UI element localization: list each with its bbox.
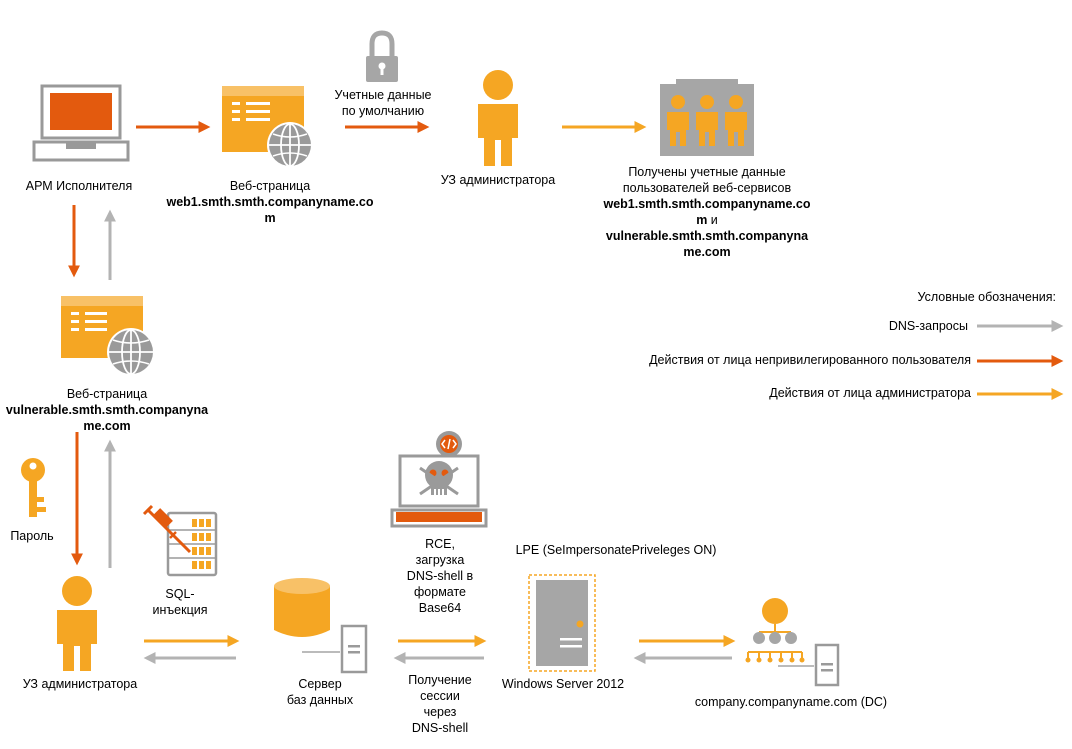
- skull-laptop-icon: [390, 431, 488, 528]
- domain-controller-icon: [745, 598, 840, 687]
- obtained-creds-label: Получены учетные данные пользователей ве…: [582, 164, 832, 260]
- vuln-line1: Веб-страница: [66, 387, 148, 401]
- session-label: Получение сессии через DNS-shell: [390, 672, 490, 736]
- database-icon: [274, 578, 368, 674]
- legend-item-dns: DNS-запросы: [888, 319, 968, 333]
- key-icon: [21, 458, 46, 517]
- admin-bottom-label: УЗ администратора: [22, 677, 138, 691]
- rce-line4: формате: [414, 585, 466, 599]
- sql-injection-icon: [142, 504, 218, 577]
- rce-line2: загрузка: [415, 553, 465, 567]
- dc-label: company.companyname.com (DC): [694, 695, 888, 709]
- rce-line1: RCE,: [425, 537, 455, 551]
- webpage-web1-icon: [222, 86, 313, 168]
- session-line2: сессии: [420, 689, 460, 703]
- vuln-line3: me.com: [83, 419, 131, 433]
- lpe-label: LPE (SeImpersonatePriveleges ON): [515, 543, 717, 557]
- default-creds-line1: Учетные данные: [334, 88, 432, 102]
- sqli-line2: инъекция: [152, 603, 208, 617]
- admin-person-bottom-icon: [57, 576, 97, 671]
- obtained-line1: Получены учетные данные: [628, 165, 786, 179]
- legend-item-user: Действия от лица непривилегированного по…: [649, 353, 971, 367]
- legend-item-admin: Действия от лица администратора: [769, 386, 971, 400]
- password-label: Пароль: [10, 529, 54, 543]
- lock-icon: [366, 30, 398, 82]
- winserver-label: Windows Server 2012: [501, 677, 625, 691]
- db-label: Сервер баз данных: [270, 676, 370, 708]
- users-group-icon: [660, 79, 754, 156]
- default-creds-line2: по умолчанию: [341, 104, 425, 118]
- legend-arrows: [977, 320, 1064, 400]
- legend-title: Условные обозначения:: [917, 290, 1056, 304]
- webpage-vulnerable-icon: [61, 296, 155, 376]
- obtained-line5: vulnerable.smth.smth.companyna: [605, 229, 809, 243]
- web1-line1: Веб-страница: [229, 179, 311, 193]
- vuln-line2: vulnerable.smth.smth.companyna: [5, 403, 209, 417]
- arrows: [68, 121, 736, 664]
- sqli-label: SQL- инъекция: [140, 586, 220, 618]
- sqli-line1: SQL-: [165, 587, 195, 601]
- rce-label: RCE, загрузка DNS-shell в формате Base64: [390, 536, 490, 616]
- vuln-label: Веб-страница vulnerable.smth.smth.compan…: [0, 386, 222, 434]
- obtained-line2: пользователей веб-сервисов: [622, 181, 792, 195]
- rce-line5: Base64: [418, 601, 462, 615]
- web1-line2: web1.smth.smth.companyname.co: [166, 195, 374, 209]
- laptop-icon: [32, 84, 130, 162]
- web1-line3: m: [264, 211, 276, 225]
- admin-person-icon: [478, 70, 518, 166]
- admin-top-label: УЗ администратора: [440, 173, 556, 187]
- obtained-line4: m и: [696, 213, 718, 227]
- web1-label: Веб-страница web1.smth.smth.companyname.…: [150, 178, 390, 226]
- session-line1: Получение: [408, 673, 472, 687]
- server-icon: [528, 574, 596, 672]
- obtained-line6: me.com: [683, 245, 731, 259]
- rce-line3: DNS-shell в: [406, 569, 474, 583]
- default-creds-label: Учетные данные по умолчанию: [318, 87, 448, 119]
- obtained-line3: web1.smth.smth.companyname.co: [603, 197, 811, 211]
- db-line1: Сервер: [298, 677, 342, 691]
- session-line4: DNS-shell: [411, 721, 469, 735]
- session-line3: через: [423, 705, 457, 719]
- db-line2: баз данных: [286, 693, 354, 707]
- arm-label: АРМ Исполнителя: [25, 179, 133, 193]
